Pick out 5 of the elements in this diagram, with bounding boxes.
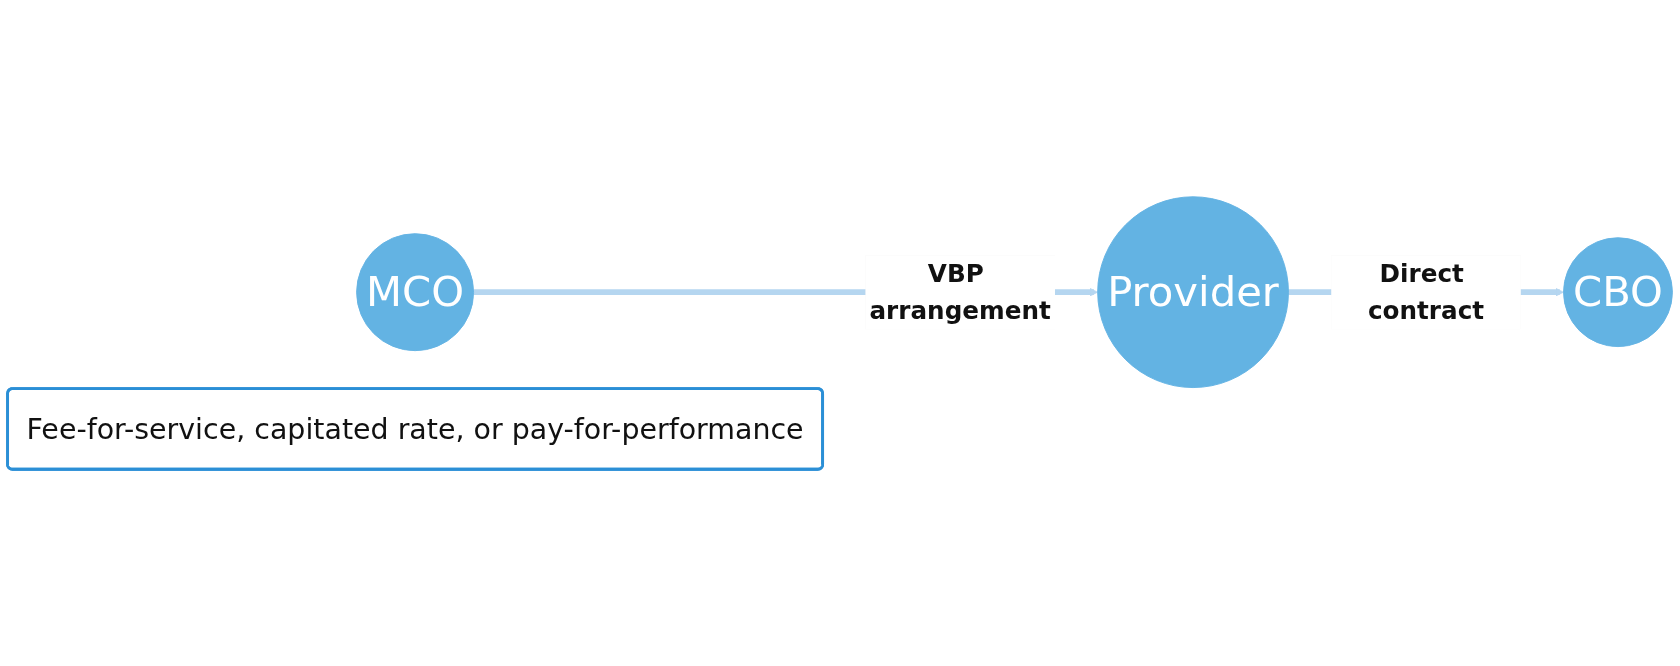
node-circle: CBO [1563,237,1673,348]
node-circle: MCO [356,233,475,352]
edge-label: Direct contract [1367,258,1485,325]
node-circle: Provider [1097,196,1289,389]
edge-label: VBP arrangement [869,258,1051,325]
